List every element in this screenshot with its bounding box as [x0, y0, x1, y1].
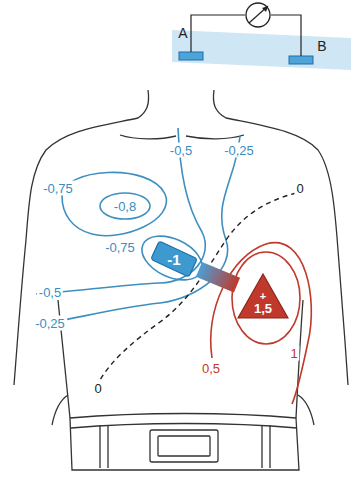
- electrode-label: A: [176, 25, 189, 41]
- positive-pole: +1,5: [237, 273, 289, 319]
- dipole-axis: [199, 269, 237, 285]
- electrode: [179, 52, 203, 60]
- potential-value: 0,5: [200, 361, 222, 376]
- potential-value: 0: [294, 181, 305, 196]
- pole-value: 1,5: [254, 302, 272, 315]
- potential-value: -0,5: [168, 143, 194, 158]
- potential-value: -0,25: [222, 143, 256, 158]
- potential-value: -0,25: [33, 316, 67, 331]
- potential-value: -0,75: [41, 181, 75, 196]
- negative-pole: -1: [149, 240, 199, 278]
- zero-contour: [100, 193, 296, 380]
- potential-value: -0,5: [37, 285, 63, 300]
- potential-value: 1: [288, 346, 299, 361]
- galvanometer-symbol: [246, 3, 270, 27]
- pole-value: -1: [167, 252, 180, 267]
- polarity-sign: +: [260, 291, 266, 302]
- potential-value: 0: [92, 381, 103, 396]
- electrode-label: B: [315, 38, 328, 54]
- negative-contour: [36, 128, 240, 325]
- electrode-band: [172, 30, 351, 70]
- potential-value: -0,8: [112, 199, 138, 214]
- wire: [191, 15, 301, 56]
- torso-outline: [14, 90, 348, 470]
- galvanometer-needle: [262, 6, 268, 12]
- potential-value: -0,75: [103, 240, 137, 255]
- galvanometer-needle: [249, 6, 268, 23]
- positive-contour: [211, 243, 312, 404]
- electrode: [289, 56, 313, 64]
